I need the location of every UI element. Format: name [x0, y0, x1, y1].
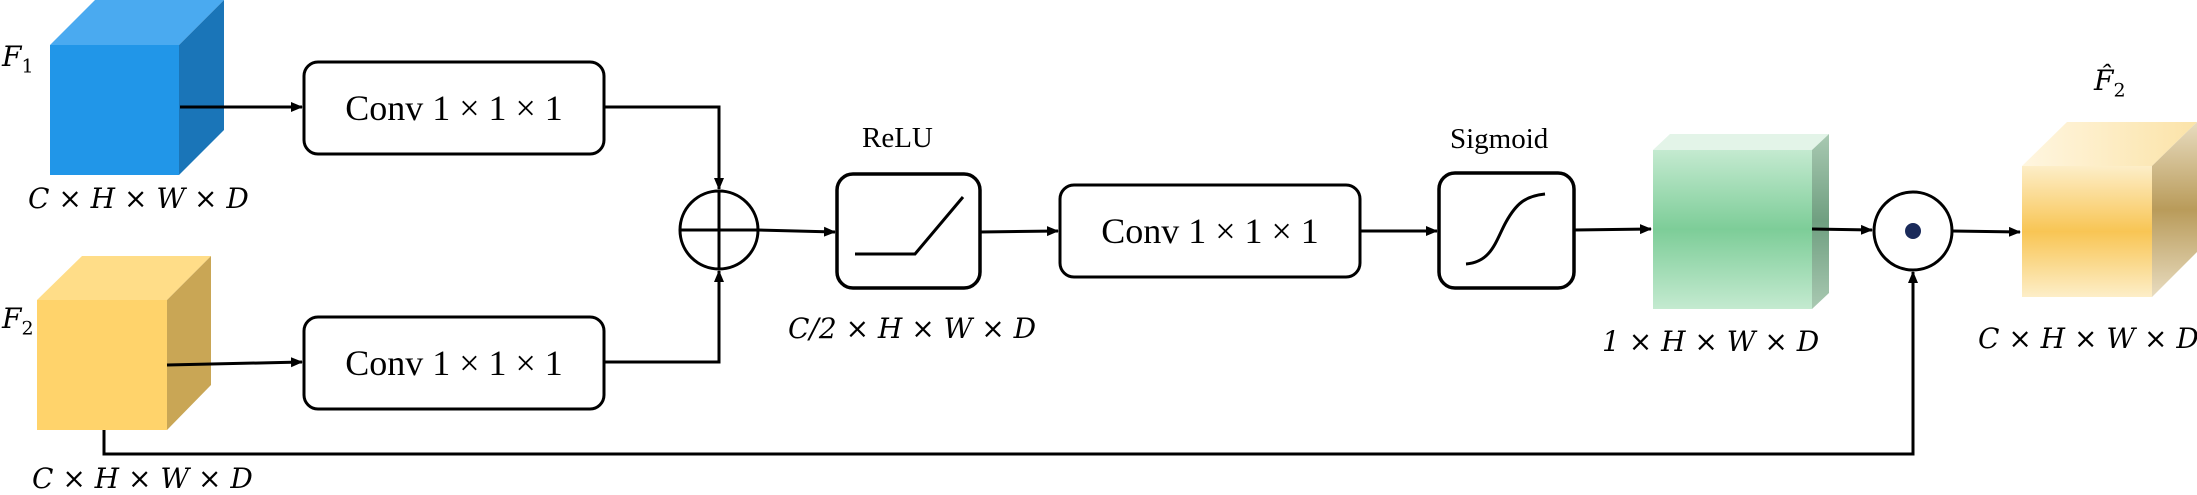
conv-mid-label: Conv 1 × 1 × 1 — [1101, 211, 1319, 251]
attention-cube-top — [1653, 134, 1829, 150]
f1-dims-label: C × H × W × D — [28, 182, 249, 215]
f2-cube-top — [37, 256, 211, 300]
connectors — [102, 102, 2021, 456]
relu-box — [835, 172, 982, 290]
multiply-operator — [1872, 190, 1954, 272]
output-dims-label: C × H × W × D — [1978, 322, 2197, 355]
f1-cube-side — [179, 0, 224, 175]
arrow-add-to-relu — [757, 226, 836, 237]
arrow-multiply-to-output — [1951, 226, 2021, 237]
f1-cube-front — [50, 45, 179, 175]
attention-map-cube — [1653, 134, 1829, 309]
relu-block — [835, 172, 982, 290]
attention-cube-side — [1812, 134, 1829, 309]
sigmoid-curve-icon — [1465, 192, 1546, 266]
arrow-sigmoid-to-attention — [1573, 224, 1652, 235]
output-cube-front — [2022, 166, 2152, 297]
sigmoid-label: Sigmoid — [1450, 123, 1549, 155]
f1-feature-cube — [50, 0, 224, 175]
f1-label: F1 — [2, 40, 34, 78]
f2-dims-label: C × H × W × D — [32, 462, 253, 495]
multiply-dot — [1905, 223, 1921, 239]
arrow-f2-to-conv-bottom — [166, 357, 303, 368]
relu-dims-label: C/2 × H × W × D — [788, 312, 1037, 345]
output-cube-top — [2022, 122, 2197, 166]
f2-label: F2 — [2, 302, 34, 340]
relu-label: ReLU — [862, 122, 933, 154]
f2-cube-side — [167, 256, 211, 430]
f2-feature-cube — [37, 256, 211, 430]
attention-cube-front — [1653, 150, 1812, 309]
relu-curve-icon — [855, 196, 965, 256]
arrow-conv-top-to-add — [604, 105, 724, 190]
arrow-conv-bottom-to-add — [604, 270, 724, 364]
add-operator — [678, 189, 760, 271]
arrow-f2-skip-to-multiply — [102, 271, 1918, 456]
output-feature-cube — [2022, 122, 2197, 297]
arrow-attention-to-multiply — [1811, 224, 1873, 235]
arrow-relu-to-conv-mid — [979, 226, 1059, 237]
f1-cube-top — [50, 0, 224, 45]
output-cube-side — [2152, 122, 2197, 297]
sigmoid-block — [1437, 171, 1576, 290]
conv-top-label: Conv 1 × 1 × 1 — [345, 88, 563, 128]
sigmoid-box — [1437, 171, 1576, 290]
f2-cube-front — [37, 300, 167, 430]
conv-bottom-label: Conv 1 × 1 × 1 — [345, 343, 563, 383]
output-label: F̂2 — [2094, 64, 2126, 102]
attention-dims-label: 1 × H × W × D — [1602, 325, 1820, 358]
